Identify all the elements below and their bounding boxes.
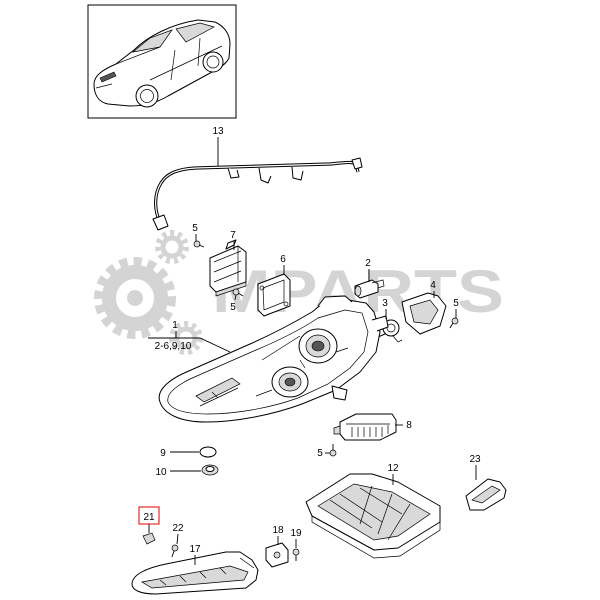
callout-5[interactable]: 5 [317, 448, 323, 459]
harness-clip [291, 166, 304, 181]
callout-12[interactable]: 12 [387, 463, 399, 474]
screw [292, 548, 300, 561]
bulb [354, 279, 385, 299]
clip-part-21 [142, 532, 156, 545]
callout-5[interactable]: 5 [453, 298, 459, 309]
drl-strip [195, 377, 241, 407]
callout-23[interactable]: 23 [469, 454, 481, 465]
headlight-assembly [158, 295, 389, 423]
screw [449, 317, 459, 329]
leader-lines [148, 137, 477, 565]
callout-1[interactable]: 1 [172, 320, 178, 331]
callout-10[interactable]: 10 [155, 467, 167, 478]
callout-1-includes-label: 2-6,9,10 [155, 341, 192, 352]
daytime-running-light [131, 551, 259, 595]
callout-8[interactable]: 8 [406, 420, 412, 431]
callout-labels: 13 5 7 6 2 4 5 5 3 1 2-6,9,10 8 5 9 10 1… [143, 126, 481, 555]
headlight-bottom-tab [331, 385, 348, 401]
callout-7[interactable]: 7 [230, 230, 236, 241]
car-headlight-highlight [99, 71, 117, 83]
car-sketch [93, 19, 231, 108]
callout-5[interactable]: 5 [230, 302, 236, 313]
callout-19[interactable]: 19 [290, 528, 302, 539]
callout-21[interactable]: 21 [143, 512, 155, 523]
callout-4[interactable]: 4 [430, 280, 436, 291]
watermark-gear-small-icon [155, 230, 189, 264]
grommet [201, 464, 219, 476]
wiring-harness [152, 157, 363, 231]
trim-clip [465, 478, 507, 511]
ballast-unit [333, 413, 397, 441]
callout-13[interactable]: 13 [212, 126, 224, 137]
vehicle-overview [87, 4, 237, 119]
screw [193, 240, 205, 248]
watermark-gear-large-icon [94, 257, 176, 339]
leader-line [234, 294, 237, 301]
mounting-bracket [257, 273, 291, 317]
support-bracket [305, 473, 441, 559]
callout-17[interactable]: 17 [189, 544, 201, 555]
callout-6[interactable]: 6 [280, 254, 286, 265]
headlight-cover-cap [401, 292, 447, 335]
callout-3[interactable]: 3 [382, 298, 388, 309]
callout-2[interactable]: 2 [365, 258, 371, 269]
selected-callout-highlight [138, 506, 160, 525]
screw [171, 544, 179, 558]
callout-18[interactable]: 18 [272, 525, 284, 536]
leader-line [148, 331, 231, 353]
car-front-wheel [135, 84, 159, 108]
seal-ring [199, 446, 217, 458]
control-module [209, 239, 247, 297]
harness-connector [152, 214, 169, 231]
projector-lens-lower [271, 366, 309, 398]
harness-clip [258, 167, 272, 184]
screw [329, 444, 337, 457]
leader-line [176, 533, 179, 545]
callout-9[interactable]: 9 [160, 448, 166, 459]
headlight-top-tab [317, 295, 353, 307]
headlight-side-tab [371, 315, 389, 332]
callout-5[interactable]: 5 [192, 223, 198, 234]
harness-end-plug [351, 157, 363, 170]
harness-clip [227, 167, 240, 179]
projector-lens-upper [298, 328, 338, 364]
callout-22[interactable]: 22 [172, 523, 184, 534]
car-rear-wheel [202, 51, 224, 73]
holder-part-18 [265, 542, 289, 568]
